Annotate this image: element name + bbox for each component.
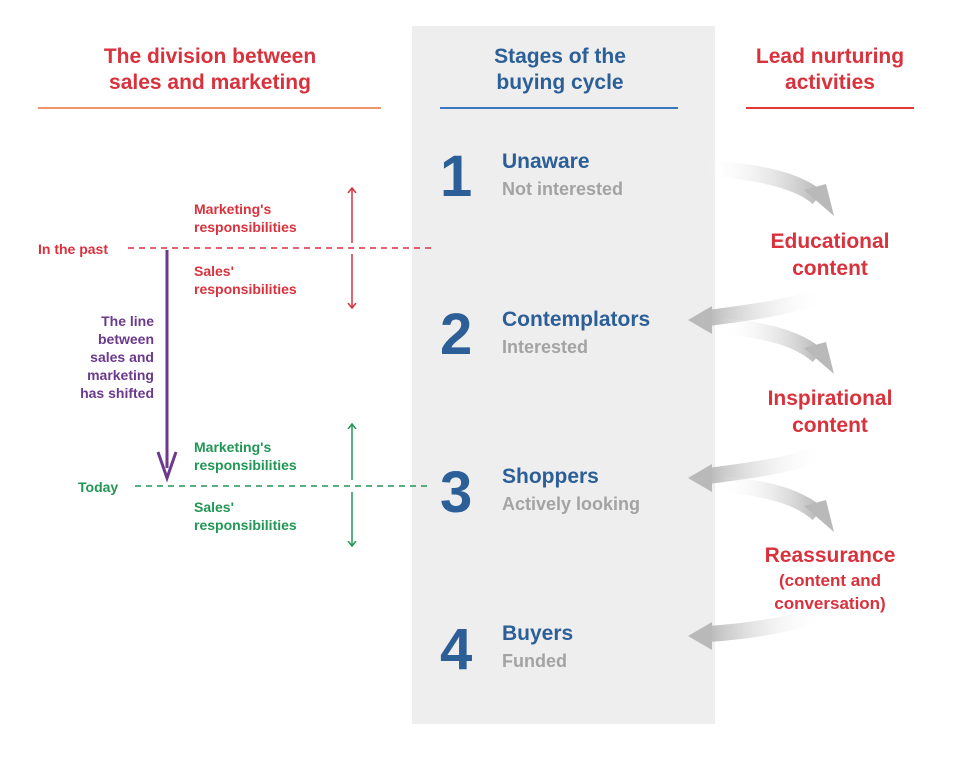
stage-1-name: Unaware [502, 150, 590, 173]
today-sales-label: Sales' responsibilities [194, 498, 297, 534]
shift-note-line-2: between [97, 331, 154, 347]
activity-reassurance-sub-1: (content and [779, 571, 881, 590]
past-sales-line-1: Sales' [194, 263, 234, 279]
shift-note-line-1: The line [101, 313, 154, 329]
past-label: In the past [38, 241, 109, 257]
right-header-line-1: Lead nurturing [755, 45, 905, 68]
left-header-line-1: The division between [103, 45, 317, 68]
past-sales-label: Sales' responsibilities [194, 262, 297, 298]
right-header-rule [746, 107, 914, 109]
activity-reassurance: Reassurance (content and conversation) [735, 542, 925, 615]
stage-4-number: 4 [440, 617, 473, 682]
shift-note-line-5: has shifted [80, 385, 154, 401]
shift-note-line-4: marketing [87, 367, 154, 383]
stage-3-sub: Actively looking [502, 494, 641, 514]
today-sales-line-1: Sales' [194, 499, 234, 515]
past-marketing-label: Marketing's responsibilities [194, 200, 297, 236]
today-marketing-label: Marketing's responsibilities [194, 438, 297, 474]
stage-4-sub: Funded [502, 651, 567, 671]
middle-header-rule [440, 107, 678, 109]
stage-2-sub: Interested [502, 337, 589, 357]
shift-note: The line between sales and marketing has… [62, 312, 154, 402]
curved-arrow-reassurance-to-4 [688, 604, 828, 650]
activity-reassurance-title: Reassurance [764, 544, 896, 567]
curved-arrow-2-to-inspirational [719, 318, 834, 374]
past-marketing-line-2: responsibilities [194, 219, 297, 235]
shift-arrow-head [156, 451, 178, 483]
activity-educational-line-2: content [792, 257, 868, 280]
past-sales-line-2: responsibilities [194, 281, 297, 297]
left-header-rule [38, 107, 381, 109]
left-header-line-2: sales and marketing [109, 71, 311, 94]
middle-header: Stages of the buying cycle [440, 44, 680, 96]
stage-3-number: 3 [440, 460, 473, 525]
activity-inspirational-line-2: content [792, 414, 868, 437]
stage-1-sub: Not interested [502, 179, 624, 199]
activity-inspirational-line-1: Inspirational [767, 387, 893, 410]
left-header: The division between sales and marketing [40, 44, 380, 96]
today-marketing-line-1: Marketing's [194, 439, 272, 455]
today-sales-line-2: responsibilities [194, 517, 297, 533]
activity-educational-line-1: Educational [770, 230, 890, 253]
stage-4-name: Buyers [502, 622, 574, 645]
stage-2-number: 2 [440, 302, 473, 367]
right-header: Lead nurturing activities [735, 44, 925, 96]
stages-panel [412, 26, 715, 724]
curved-arrow-1-to-educational [704, 160, 834, 216]
today-label: Today [78, 479, 119, 495]
shift-note-line-3: sales and [90, 349, 154, 365]
stage-3-name: Shoppers [502, 465, 599, 488]
curved-arrow-3-to-reassurance [719, 476, 834, 532]
activity-inspirational: Inspirational content [735, 385, 925, 439]
today-marketing-line-2: responsibilities [194, 457, 297, 473]
middle-header-line-1: Stages of the [494, 45, 626, 68]
stage-1-number: 1 [440, 144, 473, 209]
middle-header-line-2: buying cycle [496, 71, 624, 94]
curved-arrow-inspirational-to-3 [688, 444, 828, 492]
activity-reassurance-sub-2: conversation) [774, 594, 886, 613]
right-header-line-2: activities [785, 71, 875, 94]
activity-educational: Educational content [735, 228, 925, 282]
curved-arrow-educational-to-2 [688, 286, 828, 334]
stage-2-name: Contemplators [502, 308, 651, 331]
past-marketing-line-1: Marketing's [194, 201, 272, 217]
